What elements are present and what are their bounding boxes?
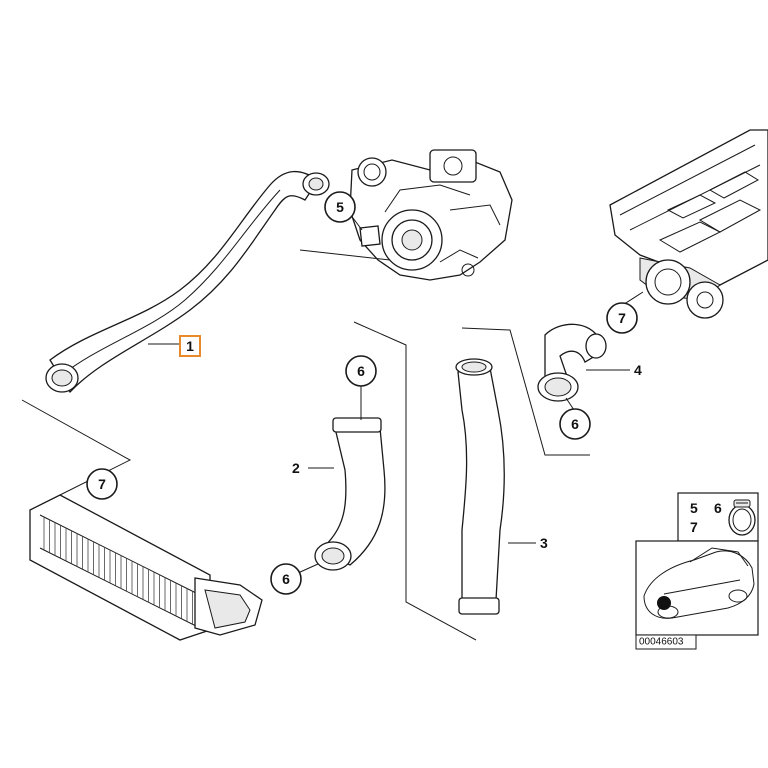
turbocharger [349,149,513,281]
svg-text:5: 5 [690,500,698,516]
svg-text:1: 1 [186,338,194,354]
vehicle-location-box: 00046603 [635,540,759,650]
hose-clamp-icon [728,499,756,536]
clamp-legend-box: 5 6 7 [677,492,759,542]
reference-number: 00046603 [639,637,684,648]
callout-1: 1 [179,335,201,357]
svg-text:6: 6 [571,416,579,432]
svg-text:3: 3 [540,535,548,551]
svg-text:6: 6 [282,571,290,587]
assembly-lines [21,249,590,641]
charge-pipe-3 [455,358,505,615]
callout-5: 5 [324,191,356,223]
callout-7-right: 7 [606,302,638,334]
charge-pipe-1 [45,170,330,394]
svg-text:4: 4 [634,362,642,378]
intercooler [29,494,263,641]
svg-text:6: 6 [714,500,722,516]
svg-text:7: 7 [618,310,626,326]
svg-text:7: 7 [98,476,106,492]
svg-text:6: 6 [357,363,365,379]
callout-6-bottom: 6 [270,563,302,595]
callout-2: 2 [292,460,300,476]
callout-7-left: 7 [86,468,118,500]
callout-6-top: 6 [345,355,377,387]
svg-text:2: 2 [292,460,300,476]
charge-pipe-2 [314,417,386,571]
elbow-hose-4 [537,323,607,402]
svg-text:7: 7 [690,519,698,535]
callout-3: 3 [540,535,548,551]
location-marker [657,596,671,610]
car-outline-icon [643,547,755,619]
callout-4: 4 [634,362,642,378]
intake-manifold [609,129,768,319]
callout-6-right: 6 [559,408,591,440]
svg-text:5: 5 [336,199,344,215]
